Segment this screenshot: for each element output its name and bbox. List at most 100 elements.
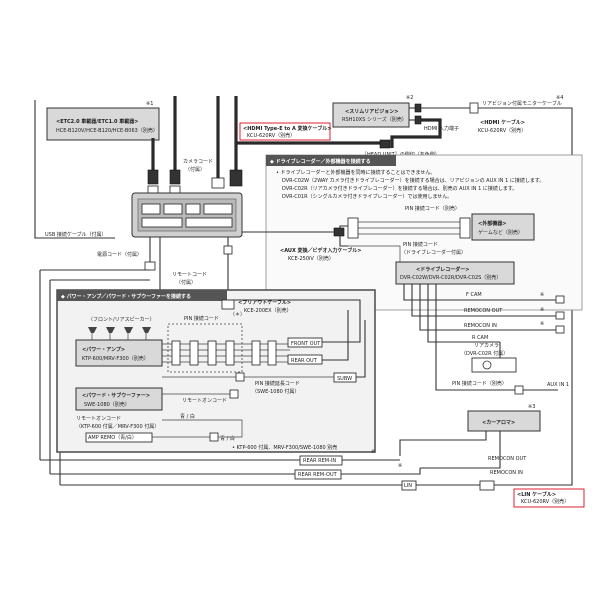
rcam-label: R CAM xyxy=(472,335,488,341)
head-unit-port-6 xyxy=(185,217,233,228)
lin-cable-model: KCU-620RV（別売） xyxy=(521,498,569,505)
right-vertical-wire xyxy=(478,107,573,460)
note-mark-a: ※ xyxy=(371,449,375,455)
etc-connector-a xyxy=(147,169,159,185)
car-aroma-note: ※3 xyxy=(528,404,535,410)
ao-shiro-label: 青 / 白 xyxy=(220,435,235,442)
hdmi-cable2-model: KCU-620RV（別売） xyxy=(478,127,526,134)
camera-cord-label: カメラコード xyxy=(183,159,213,165)
subw-label: SUBW xyxy=(337,376,352,382)
dashcam: <ドライブレコーダー> DVR-C02W/DVR-C02R/DVR-C02S（別… xyxy=(395,261,515,285)
hdmi-cable2-title: <HDMI ケーブル> xyxy=(480,119,525,126)
remocon-out-plug xyxy=(555,311,565,320)
speaker-icon-1 xyxy=(88,327,97,333)
pin-cord1-left-plug xyxy=(347,217,359,239)
note-mark-e: ※ xyxy=(540,321,544,327)
rear-monitor-connector xyxy=(469,102,479,114)
speaker-icon-4 xyxy=(142,327,151,333)
lin-cable: <LIN ケーブル> KCU-620RV（別売） xyxy=(513,488,585,508)
hdmi-cable-model: KCU-620RV（別売） xyxy=(247,132,295,139)
preout-connector xyxy=(223,245,233,255)
car-aroma: <カーアロマ> ※3 xyxy=(467,404,541,432)
remote-on2-sub: （KTP-600 付属／MRV-F300 付属） xyxy=(76,423,159,430)
head-unit xyxy=(131,192,243,238)
amp-remo-plug xyxy=(209,432,219,442)
pin-cord-dashed-area xyxy=(167,323,243,373)
drive-rec-section: ◆ ドライブレコーダー／外部機器を接続する xyxy=(270,158,371,165)
head-unit-port-3 xyxy=(185,203,201,215)
head-unit-port-4 xyxy=(203,203,233,215)
lin-wire-end xyxy=(494,460,573,486)
hdmi-cable-title: <HDMI Type-E to A 変換ケーブル> xyxy=(243,125,331,132)
amp-remo-box xyxy=(85,432,153,443)
rca-plug-group-4 xyxy=(225,340,235,366)
power-amp-panel: ◆ パワー・アンプ／パワード・サブウーファーを接続する xyxy=(56,289,376,453)
aux-cable-model: KCE-250iV（別売） xyxy=(288,255,334,262)
hdmi-joint xyxy=(379,139,391,149)
lin-label: LIN xyxy=(404,483,412,489)
amp-remo-label: AMP REMO（青/白） xyxy=(88,434,137,441)
rear-camera-box xyxy=(471,357,517,373)
speaker-wires xyxy=(91,333,147,340)
dashcam-subtitle: DVR-C02W/DVR-C02R/DVR-C02S（別売） xyxy=(400,274,501,281)
fcam-plug xyxy=(555,295,565,304)
pin-cord1-right-plug xyxy=(459,217,471,239)
external-subtitle: ゲームなど（別売） xyxy=(478,229,523,236)
remote-cord-sub: （付属） xyxy=(176,279,196,286)
power-amp-section: ◆ パワー・アンプ／パワード・サブウーファーを接続する xyxy=(61,293,191,300)
sub-remote-plug xyxy=(229,389,239,399)
drive-rec-note4: DVR-C01R（シングルカメラ付きドライブレコーダー）では使用しません。 xyxy=(282,193,452,200)
drive-rec-note1: • ドライブレコーダーと外部機器を同時に接続することはできません。 xyxy=(276,169,435,176)
preout-plug xyxy=(221,299,235,310)
lin-box-2 xyxy=(479,480,495,491)
etc-note: ※1 xyxy=(146,101,153,107)
rca-plug-group-5 xyxy=(251,340,261,366)
ao-shiro-label-2: 青 / 白 xyxy=(180,413,195,420)
rcam-wire xyxy=(427,284,500,343)
rear-monitor-note: ※4 xyxy=(556,95,563,101)
rear-out-wire xyxy=(322,310,349,361)
power-amp-bottom-note: • KTP-600 付属、MRV-F300/SWE-1080 別売 xyxy=(232,444,337,451)
head-unit-port-2 xyxy=(163,203,183,215)
remocon-out-label: REMOCON OUT xyxy=(464,308,503,314)
pin-ext-label: PIN 接続延長コード xyxy=(255,380,300,387)
etc-subtitle: HCE-B120V/HCE-B120/HCE-B063（別売） xyxy=(56,127,158,134)
rear-rem-in-label: REAR REM-IN xyxy=(303,458,336,464)
head-unit-label: ［HEAD UNIT］の側印（灰色側） xyxy=(362,151,440,158)
powered-subwoofer: <パワード・サブウーファー> SWE-1080（別売） xyxy=(75,387,163,411)
aux-wire-b xyxy=(339,232,348,247)
rear-monitor-label: リアビジョン付属モニターケーブル xyxy=(482,100,562,107)
remote-on2-label: リモートオンコード xyxy=(76,416,121,422)
power-amp-title: <パワー・アンプ> xyxy=(82,346,125,353)
drive-rec-note2: DVR-C02W（2WAY カメラ付きドライブレコーダー）を接続する場合は、リア… xyxy=(282,177,544,184)
slim-rear-port-a xyxy=(414,103,422,113)
rear-camera-label: リアカメラ xyxy=(474,343,499,349)
power-cord-label: 電源コード（付属） xyxy=(97,251,142,258)
usb-wire xyxy=(34,100,115,239)
external-device: <外部機器> ゲームなど（別売） xyxy=(471,213,535,241)
ast-mark-1: （＊） xyxy=(230,312,245,318)
preout-model: KCE-200EX（別売） xyxy=(244,307,292,314)
remocon-in2-label: REMOCON IN xyxy=(490,470,523,476)
remocon-out2-label: REMOCON OUT xyxy=(488,456,527,462)
fcam-wire xyxy=(403,284,558,301)
pin-cord3-plug xyxy=(514,385,524,395)
slim-rear-vision: <スリムリアビジョン> RSH10XS シリーズ（別売） ※2 xyxy=(332,95,413,128)
pin-cord3-wire xyxy=(435,284,515,391)
remocon-in-plug xyxy=(555,325,565,334)
remocon-out-wire xyxy=(411,284,558,317)
power-amp-model: KTP-600/MRV-F300（別売） xyxy=(82,355,149,362)
rear-camera-lens-icon xyxy=(482,360,492,370)
hdmi-connector xyxy=(229,169,243,187)
power-amp-unit: <パワー・アンプ> KTP-600/MRV-F300（別売） xyxy=(75,339,163,367)
head-unit-port-1 xyxy=(141,203,161,215)
pin-cord3-label: PIN 接続コード（別売） xyxy=(452,380,507,387)
speaker-icon-2 xyxy=(106,327,115,333)
remote-cord-label: リモートコード xyxy=(172,272,207,278)
aux-in1-label: AUX IN 1 xyxy=(547,382,569,388)
subwoofer-model: SWE-1080（別売） xyxy=(84,401,130,408)
front-out-label: FRONT OUT xyxy=(291,341,321,347)
drive-rec-note3: DVR-C02R（リアカメラ付きドライブレコーダー）を接続する場合は、別売の A… xyxy=(282,185,517,192)
